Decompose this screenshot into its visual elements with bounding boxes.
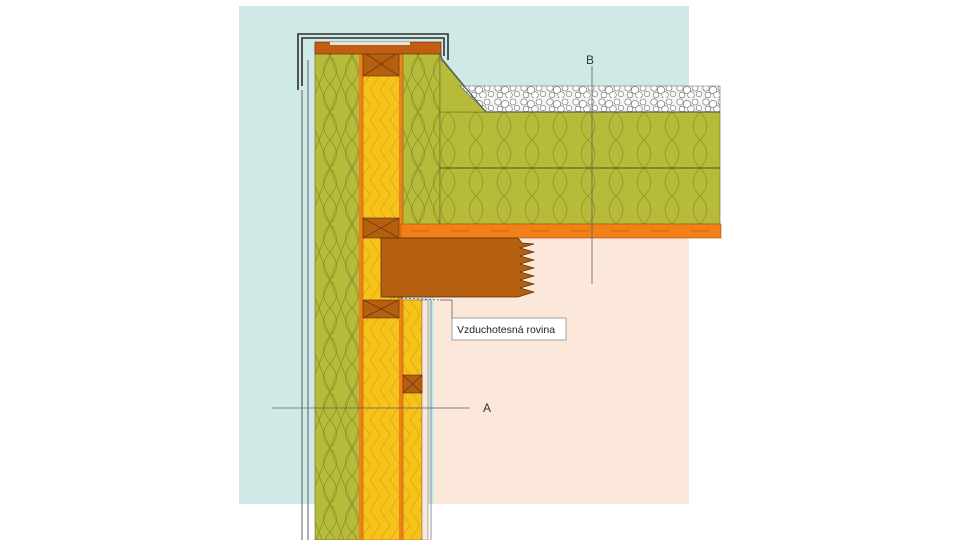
callout-airtight-plane: Vzduchotesná rovina [457,324,555,336]
wall-bottom-plate-timber [362,299,400,319]
wall-upper-inner-wool [402,43,441,229]
section-marker-b: B [586,53,594,67]
joist-bearing-line [380,296,441,301]
wall-outer-mineral-wool [314,43,362,540]
roof-insulation-upper [439,111,721,169]
wall-lower-service-insulation [402,299,423,540]
wall-header-timber [362,217,400,239]
roof-deck-membrane [400,223,722,239]
wall-membrane-outer [359,44,363,540]
wall-lower-inner-board [421,299,429,540]
roof-insulation-lower [439,167,721,225]
wall-service-batten [402,374,423,394]
section-marker-a: A [483,401,491,415]
wall-top-plate [362,51,400,77]
roof-joist [380,237,536,298]
roof-waterproofing-membrane [439,49,720,113]
parapet-metal-flashing [297,33,449,90]
roof-gravel-ballast [459,85,721,113]
parapet-top-board-stripe [330,42,410,45]
callout-box [451,317,567,341]
